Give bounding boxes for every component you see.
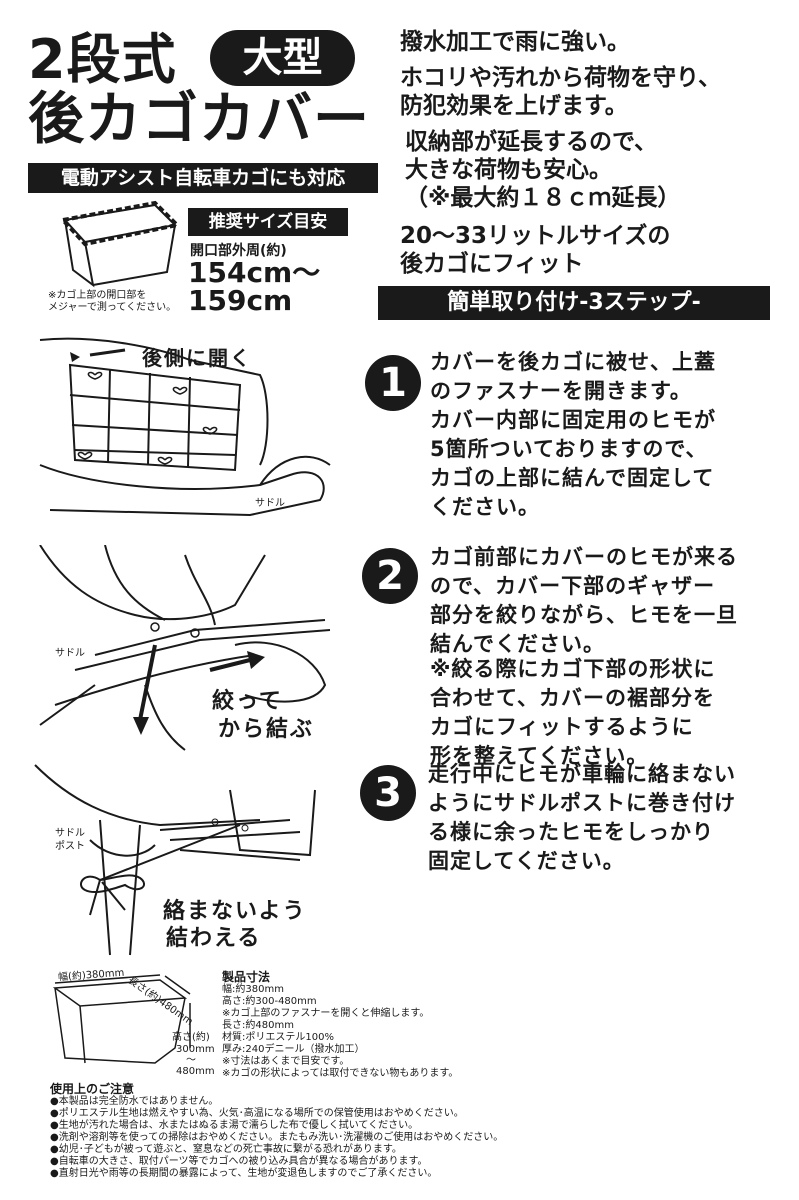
size-value-2: 159cm: [188, 284, 293, 317]
spec-line: 長さ:約480mm: [222, 1020, 294, 1031]
height-label-1: 高さ(約): [172, 1032, 210, 1043]
caution-item: ●生地が汚れた場合は、水またはぬるま湯で濡らした布で優しく拭いてください。: [50, 1120, 419, 1131]
feature-4: 収納部が延長するので、: [405, 129, 658, 155]
tie-label-2: から結ぶ: [218, 717, 315, 742]
spec-list: 幅:約380mm 高さ:約300-480mm ※カゴ上部のファスナーを開くと伸縮…: [222, 984, 458, 1080]
caution-item: ●ポリエステル生地は燃えやすい為、火気･高温になる場所での保管使用はおやめくださ…: [50, 1108, 464, 1119]
post-label-1: サドル: [55, 828, 85, 839]
dimension-illustration: [52, 974, 191, 1064]
spec-line: 高さ:約300-480mm: [222, 996, 317, 1007]
spec-line: ※寸法はあくまで目安です。: [222, 1056, 350, 1067]
spec-line: 幅:約380mm: [222, 984, 284, 995]
size-note-1: ※カゴ上部の開口部を: [48, 290, 147, 301]
spec-line: 材質:ポリエステル100%: [222, 1032, 334, 1043]
recommended-size-label: 推奨サイズ目安: [188, 208, 348, 236]
caution-item: ●直射日光や雨等の長期間の暴露によって、生地が変退色しますのでご了承ください。: [50, 1168, 438, 1179]
height-label-4: 480mm: [176, 1066, 215, 1077]
feature-7: 20〜33リットルサイズの: [400, 223, 671, 249]
size-value-1: 154cm〜: [188, 256, 321, 289]
cautions-title: 使用上のご注意: [50, 1082, 135, 1096]
feature-8: 後カゴにフィット: [400, 251, 584, 277]
tangle-label-2: 結わえる: [166, 926, 262, 951]
feature-1: 撥水加工で雨に強い。: [400, 29, 630, 55]
caution-item: ●本製品は完全防水ではありません。: [50, 1096, 219, 1107]
caution-item: ●幼児･子どもが被って遊ぶと、窒息などの死亡事故に繋がる恐れがあります。: [50, 1144, 402, 1155]
post-label-2: ポスト: [55, 841, 85, 852]
step2-illustration: [39, 545, 331, 751]
open-back-label: 後側に開く: [142, 346, 252, 370]
saddle-label-2: サドル: [55, 648, 85, 659]
step1-illustration: [39, 337, 331, 517]
step1-number: 1: [365, 355, 421, 411]
spec-line: ※カゴの形状によっては取付できない物もあります。: [222, 1068, 459, 1079]
feature-3: 防犯効果を上げます。: [400, 93, 628, 119]
title-badge: 大型: [210, 30, 355, 86]
spec-title: 製品寸法: [222, 970, 271, 984]
height-label-3: 〜: [186, 1055, 196, 1066]
step3-number: 3: [360, 765, 416, 821]
cautions-list: ●本製品は完全防水ではありません。 ●ポリエステル生地は燃えやすい為、火気･高温…: [50, 1096, 503, 1180]
feature-5: 大きな荷物も安心。: [405, 157, 612, 183]
step3-text: 走行中にヒモが車輪に絡まない ようにサドルポストに巻き付け る様に余ったヒモをし…: [428, 762, 736, 873]
basket-size-illustration: [59, 200, 182, 288]
opening-perimeter-label: 開口部外周(約): [190, 243, 287, 259]
caution-item: ●洗剤や溶剤等を使っての掃除はおやめください。またもみ洗い･洗濯機のご使用はおや…: [50, 1132, 504, 1143]
feature-2: ホコリや汚れから荷物を守り、: [400, 65, 722, 91]
step2-text: カゴ前部にカバーのヒモが来る ので、カバー下部のギャザー 部分を絞りながら、ヒモ…: [430, 545, 738, 656]
step1-text: カバーを後カゴに被せ、上蓋 のファスナーを開きます。 カバー内部に固定用のヒモが…: [430, 350, 716, 519]
saddle-label-1: サドル: [255, 498, 285, 509]
height-label-2: 300mm: [176, 1044, 215, 1055]
tie-label-1: 絞って: [212, 689, 283, 714]
tangle-label-1: 絡まないよう: [163, 899, 307, 924]
steps-header-bar: 簡単取り付け-3ステップ-: [378, 286, 770, 320]
title-line1: 2段式: [28, 28, 177, 91]
size-note-2: メジャーで測ってください。: [48, 302, 177, 313]
caution-item: ●自転車の大きさ、取付パーツ等でカゴへの被り込み具合が異なる場合があります。: [50, 1156, 428, 1167]
step2-note: ※絞る際にカゴ下部の形状に 合わせて、カバーの裾部分を カゴにフィットするように…: [430, 657, 716, 768]
feature-6: （※最大約１８ｃｍ延長）: [405, 185, 681, 211]
step2-number: 2: [362, 548, 418, 604]
step3-illustration: [34, 764, 316, 956]
spec-line: 厚み:240デニール（撥水加工）: [222, 1044, 365, 1055]
spec-line: ※カゴ上部のファスナーを開くと伸縮します。: [222, 1008, 430, 1019]
title-line2: 後カゴカバー: [28, 87, 370, 152]
subtitle-bar: 電動アシスト自転車カゴにも対応: [28, 163, 378, 193]
